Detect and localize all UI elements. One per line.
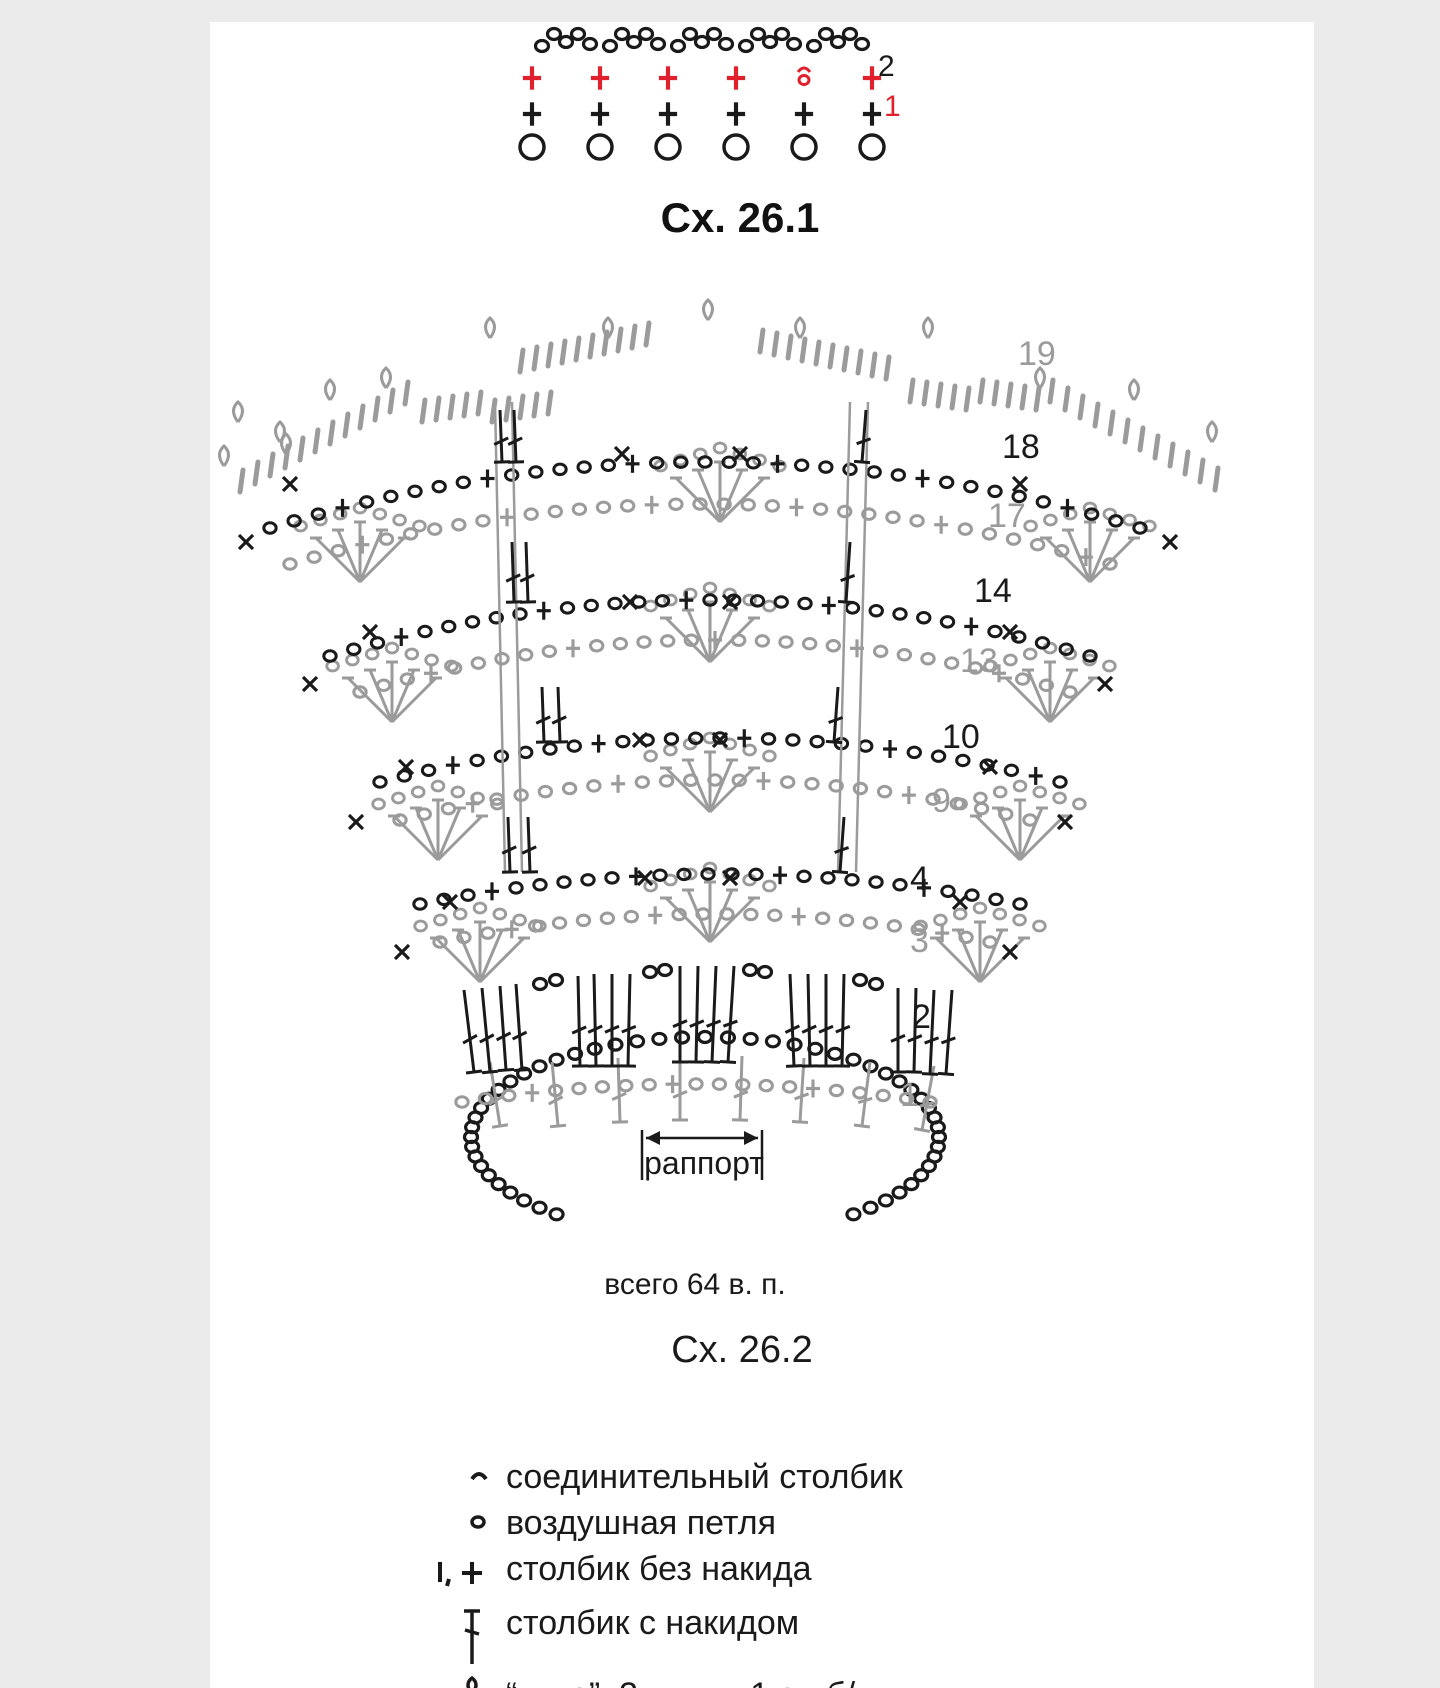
legend-text-single-crochet: столбик без накида [506, 1550, 812, 1588]
legend-item-slip-stitch: соединительный столбик [470, 1458, 904, 1496]
row-dc-columns [493, 401, 872, 875]
row-label-17: 17 [988, 497, 1026, 535]
picot-icon [466, 1675, 478, 1688]
slip-stitch-icon [470, 1472, 488, 1481]
scheme1-row-label-2: 2 [878, 50, 895, 83]
row-9-fan-right [953, 779, 1087, 862]
row-14 [301, 591, 1114, 693]
scheme1-row-label-1: 1 [884, 90, 901, 123]
legend-text-double-crochet: столбик с накидом [506, 1604, 799, 1642]
row-3-fan-center [643, 861, 777, 944]
row-3 [432, 906, 998, 949]
legend-text-picot: “пико”: 3 в. п. и 1 ст. б/н [506, 1676, 874, 1688]
row-13-fan-right [983, 641, 1117, 724]
diagram-artwork [218, 26, 1221, 1222]
legend-text-slip-stitch: соединительный столбик [506, 1458, 904, 1496]
row-17-fan-left [293, 501, 427, 584]
foundation-label: всего 64 в. п. [604, 1268, 785, 1301]
diagram-sheet: 2 1 Сх. 26.1 19 18 17 14 13 10 9 4 3 2 1… [210, 22, 1314, 1688]
row-label-3: 3 [910, 922, 929, 960]
legend-item-single-crochet: столбик без накида [438, 1550, 812, 1588]
row-label-18: 18 [1002, 428, 1040, 466]
chain-stitch-icon [470, 1515, 486, 1529]
row-9-fan-center [643, 731, 777, 814]
row-4 [393, 866, 1028, 961]
foundation-chain-ring [462, 1029, 948, 1222]
row-13-fan-left [325, 641, 459, 724]
legend-item-picot: “пико”: 3 в. п. и 1 ст. б/н [466, 1675, 874, 1688]
row-18 [237, 445, 1179, 551]
row-label-13: 13 [960, 642, 998, 680]
row-19 [218, 297, 1221, 495]
legend-item-double-crochet: столбик с накидом [464, 1604, 799, 1664]
row-2 [462, 962, 956, 1077]
repeat-label: раппорт [644, 1145, 764, 1181]
row-1 [454, 1055, 938, 1133]
single-crochet-icon [438, 1562, 482, 1587]
legend-text-chain-stitch: воздушная петля [506, 1504, 776, 1542]
repeat-marker [640, 1130, 764, 1180]
legend: соединительный столбик воздушная петля с… [438, 1458, 904, 1688]
scheme1-chart [518, 26, 886, 161]
legend-item-chain-stitch: воздушная петля [470, 1504, 776, 1542]
row-17 [282, 495, 1118, 571]
row-label-4: 4 [910, 860, 929, 898]
row-3-fan-right [913, 901, 1047, 984]
scheme1-title: Сх. 26.1 [661, 194, 820, 241]
double-crochet-icon [464, 1609, 480, 1664]
row-label-1: 1 [900, 1076, 919, 1114]
row-label-9: 9 [932, 782, 951, 820]
row-13 [352, 631, 1078, 699]
row-label-19: 19 [1018, 335, 1056, 373]
row-label-14: 14 [974, 572, 1012, 610]
row-label-2: 2 [912, 998, 931, 1036]
scheme2-title: Сх. 26.2 [671, 1329, 813, 1371]
row-label-10: 10 [942, 718, 980, 756]
crochet-diagram: 2 1 Сх. 26.1 19 18 17 14 13 10 9 4 3 2 1… [218, 26, 1221, 1688]
